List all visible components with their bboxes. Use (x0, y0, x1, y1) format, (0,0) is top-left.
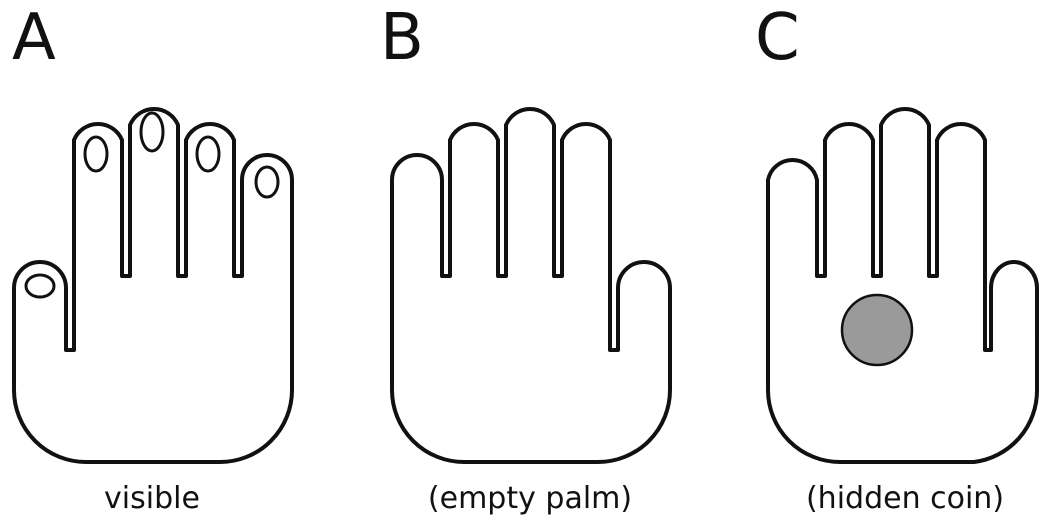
hand-palm-icon (380, 0, 700, 480)
thumb-nail (26, 275, 54, 297)
panel-c-caption: (hidden coin) (806, 484, 1004, 514)
panel-b: B (empty palm) (380, 0, 700, 523)
hand-a-outline (14, 109, 292, 462)
coin-icon (842, 295, 912, 365)
panel-a: A visible (0, 0, 340, 523)
panel-c: C (hidden coin) (755, 0, 1041, 523)
panel-b-caption: (empty palm) (428, 484, 632, 514)
pinky-nail (256, 167, 278, 197)
hand-back-icon (0, 0, 340, 480)
hand-palm-coin-icon (755, 0, 1041, 480)
middle-nail (141, 113, 163, 151)
panel-a-caption: visible (104, 484, 200, 514)
index-nail (85, 137, 107, 171)
ring-nail (197, 137, 219, 171)
hand-b-outline (392, 109, 670, 462)
hand-c-outline (768, 109, 1037, 462)
